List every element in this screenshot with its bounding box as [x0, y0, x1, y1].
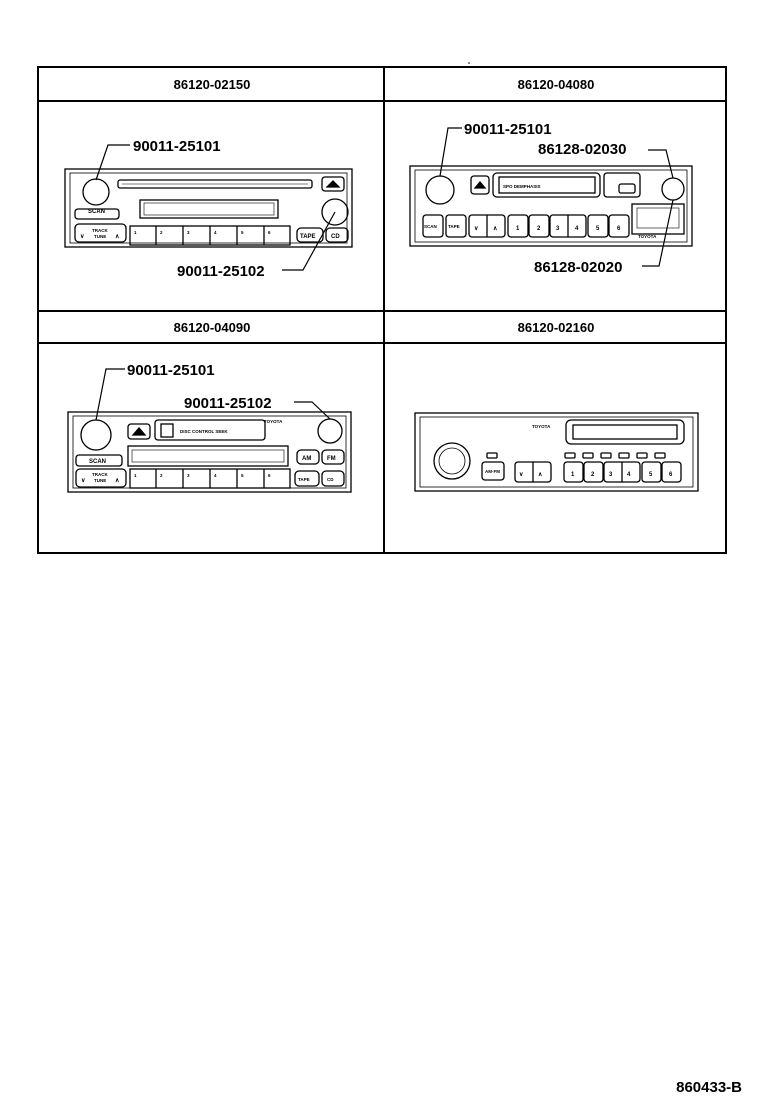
radio-unit-1 — [64, 168, 353, 248]
seek-down-icon-4: ∨ — [519, 472, 523, 478]
leader-lines-1 — [95, 144, 336, 271]
preset-5: 5 — [241, 230, 244, 235]
leader-lines-3 — [95, 368, 331, 421]
radio-unit-3-labels: DISC CONTROL SEEK AM FM SCAN ∨ ∧ TRACK T… — [81, 419, 336, 484]
down-arrow-icon: ∨ — [80, 234, 84, 240]
preset-3: 3 — [556, 226, 560, 232]
tune-label: TUNE — [94, 234, 106, 239]
amfm-label: AM·FM — [485, 469, 500, 474]
radio-unit-1-labels: SCAN TAPE CD TRACK TUNE ∨ ∧ 1 2 3 4 5 6 — [80, 209, 340, 240]
preset-1: 1 — [134, 230, 137, 235]
cell-title-4: 86120-02160 — [518, 320, 595, 335]
am-label: AM — [302, 456, 311, 462]
track-label: TRACK — [92, 228, 108, 233]
tape-label-2: TAPE — [448, 224, 460, 229]
tune-label-3: TUNE — [94, 478, 106, 483]
radio-unit-3 — [67, 411, 352, 493]
tape-deck-label: SPO DEMPHASIS — [503, 184, 541, 189]
radio-unit-4 — [414, 412, 699, 492]
tape-label: TAPE — [300, 234, 316, 240]
preset-4: 4 — [214, 230, 217, 235]
callout-c3-mid: 90011-25102 — [184, 395, 272, 412]
radio-unit-2 — [409, 165, 693, 247]
leader-lines-2 — [439, 127, 674, 267]
cd-label: CD — [331, 234, 340, 240]
callout-c2-bottom: 86128-02020 — [534, 259, 622, 276]
preset-6: 6 — [669, 472, 673, 478]
cell-title-1: 86120-02150 — [174, 77, 251, 92]
dot-mark — [468, 62, 470, 64]
up-arrow-icon: ∧ — [115, 234, 119, 240]
radio-unit-4-labels: AM·FM ∨ ∧ 1 2 3 4 5 6 TOYOTA — [485, 424, 673, 478]
seek-up-icon: ∧ — [493, 226, 497, 232]
preset-1: 1 — [516, 226, 520, 232]
disc-control-label: DISC CONTROL SEEK — [180, 429, 228, 434]
scan-label-2: SCAN — [424, 224, 437, 229]
brand-label-3: TOYOTA — [264, 419, 283, 424]
preset-6: 6 — [268, 473, 271, 478]
preset-5: 5 — [596, 226, 600, 232]
grid-frame — [37, 66, 727, 554]
cell-title-3: 86120-04090 — [174, 320, 251, 335]
preset-3: 3 — [609, 472, 613, 478]
cell-title-2: 86120-04080 — [518, 77, 595, 92]
preset-4: 4 — [575, 226, 579, 232]
cd-label-3: CD — [327, 477, 334, 482]
callout-c1-top: 90011-25101 — [133, 138, 221, 155]
radio-unit-2-labels: SPO DEMPHASIS ∨ ∧ 1 2 3 4 5 6 TOYOTA SCA… — [424, 184, 657, 239]
track-label-3: TRACK — [92, 472, 108, 477]
seek-up-icon-4: ∧ — [538, 472, 542, 478]
preset-1: 1 — [571, 472, 575, 478]
preset-5: 5 — [241, 473, 244, 478]
preset-4: 4 — [214, 473, 217, 478]
brand-label: TOYOTA — [638, 234, 657, 239]
seek-down-icon: ∨ — [474, 226, 478, 232]
preset-5: 5 — [649, 472, 653, 478]
preset-6: 6 — [268, 230, 271, 235]
fm-label: FM — [327, 456, 336, 462]
preset-6: 6 — [617, 226, 621, 232]
preset-4: 4 — [627, 472, 631, 478]
scan-label-3: SCAN — [89, 459, 106, 465]
callout-c1-bottom: 90011-25102 — [177, 263, 265, 280]
preset-2: 2 — [160, 473, 163, 478]
preset-2: 2 — [160, 230, 163, 235]
preset-3: 3 — [187, 473, 190, 478]
callout-c3-top: 90011-25101 — [127, 362, 215, 379]
tape-label-3: TAPE — [298, 477, 310, 482]
scan-label: SCAN — [88, 209, 105, 215]
up-arrow-icon-3: ∧ — [115, 478, 119, 484]
brand-label-4: TOYOTA — [532, 424, 551, 429]
preset-2: 2 — [591, 472, 595, 478]
diagram-code: 860433-B — [676, 1079, 742, 1096]
preset-3: 3 — [187, 230, 190, 235]
preset-2: 2 — [537, 226, 541, 232]
preset-1: 1 — [134, 473, 137, 478]
callout-c2-mid: 86128-02030 — [538, 141, 626, 158]
down-arrow-icon-3: ∨ — [81, 478, 85, 484]
callout-c2-top: 90011-25101 — [464, 121, 552, 138]
